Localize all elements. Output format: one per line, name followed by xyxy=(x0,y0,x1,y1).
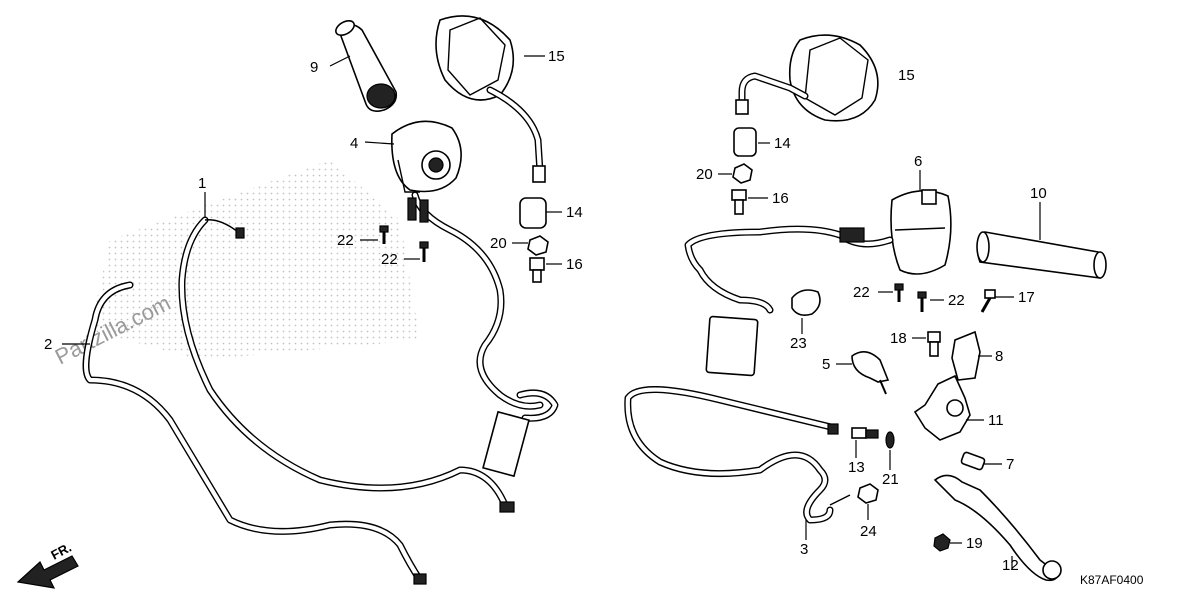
callout-20-right: 20 xyxy=(696,166,713,183)
throttle-cable-1-icon[interactable] xyxy=(178,216,515,513)
callout-1: 1 xyxy=(198,175,206,192)
callout-9: 9 xyxy=(310,59,318,76)
left-switch-harness-icon[interactable] xyxy=(407,191,559,478)
left-switch-housing-icon[interactable] xyxy=(391,120,462,193)
callout-13: 13 xyxy=(848,459,865,476)
diagram-code: K87AF0400 xyxy=(1080,573,1144,587)
callout-14-right: 14 xyxy=(774,135,791,152)
cable-clamp-icon[interactable] xyxy=(791,289,821,316)
washer-21-icon[interactable] xyxy=(885,431,895,449)
callout-16-right: 16 xyxy=(772,190,789,207)
bolt-17-icon[interactable] xyxy=(980,289,996,313)
callout-20-left: 20 xyxy=(490,235,507,252)
leader-lines xyxy=(62,55,1041,570)
callout-19: 19 xyxy=(966,535,983,552)
mirror-left-icon[interactable] xyxy=(435,15,546,183)
dust-cover-icon[interactable] xyxy=(851,351,890,395)
callout-7: 7 xyxy=(1006,456,1014,473)
callout-17: 17 xyxy=(1018,289,1035,306)
callout-22-left-b: 22 xyxy=(381,251,398,268)
callout-22-right-a: 22 xyxy=(853,284,870,301)
nut-19-icon[interactable] xyxy=(933,533,951,552)
callout-6: 6 xyxy=(914,153,922,170)
callout-21: 21 xyxy=(882,471,899,488)
right-switch-housing-icon[interactable] xyxy=(890,189,952,275)
clutch-cable-icon[interactable] xyxy=(624,385,851,524)
clutch-switch-icon[interactable] xyxy=(960,451,986,471)
callout-15-left: 15 xyxy=(548,48,565,65)
screw-right-b-icon[interactable] xyxy=(917,291,927,312)
screw-left-b-icon[interactable] xyxy=(419,241,429,262)
adapter-left-icon[interactable] xyxy=(529,257,545,283)
callout-labels: 9 15 4 1 2 14 20 16 22 22 15 14 20 16 6 … xyxy=(44,48,1047,574)
callout-22-right-b: 22 xyxy=(948,292,965,309)
screw-left-a-icon[interactable] xyxy=(379,225,389,244)
callout-10: 10 xyxy=(1030,185,1047,202)
callout-24: 24 xyxy=(860,523,877,540)
lever-clamp-icon[interactable] xyxy=(951,330,981,381)
nut-left-icon[interactable] xyxy=(527,235,549,256)
lever-bracket-icon[interactable] xyxy=(913,374,971,441)
throttle-grip-icon[interactable] xyxy=(333,18,398,112)
callout-18: 18 xyxy=(890,330,907,347)
clutch-lever-icon[interactable] xyxy=(933,474,1062,582)
bolt-18-icon[interactable] xyxy=(927,331,941,357)
honda-wing-watermark xyxy=(90,160,420,360)
callout-8: 8 xyxy=(995,348,1003,365)
callout-15-right: 15 xyxy=(898,67,915,84)
mirror-boot-left-icon[interactable] xyxy=(519,197,547,229)
callout-14-left: 14 xyxy=(566,204,583,221)
right-grip-icon[interactable] xyxy=(976,231,1107,279)
adapter-right-icon[interactable] xyxy=(731,189,747,215)
nut-right-icon[interactable] xyxy=(732,163,753,184)
callout-3: 3 xyxy=(800,541,808,558)
callout-16-left: 16 xyxy=(566,256,583,273)
callout-23: 23 xyxy=(790,335,807,352)
callout-22-left-a: 22 xyxy=(337,232,354,249)
callout-4: 4 xyxy=(350,135,358,152)
screw-right-a-icon[interactable] xyxy=(894,283,904,302)
callout-5: 5 xyxy=(822,356,830,373)
mirror-boot-right-icon[interactable] xyxy=(733,127,757,157)
front-direction-arrow-icon xyxy=(16,555,79,589)
throttle-cable-2-icon[interactable] xyxy=(82,281,427,585)
right-switch-harness-icon[interactable] xyxy=(684,225,894,377)
adjuster-13-icon[interactable] xyxy=(851,427,879,439)
callout-12: 12 xyxy=(1002,557,1019,574)
callout-11: 11 xyxy=(988,412,1004,429)
callout-2: 2 xyxy=(44,336,52,353)
nut-24-icon[interactable] xyxy=(857,483,879,504)
mirror-right-icon[interactable] xyxy=(735,34,879,122)
